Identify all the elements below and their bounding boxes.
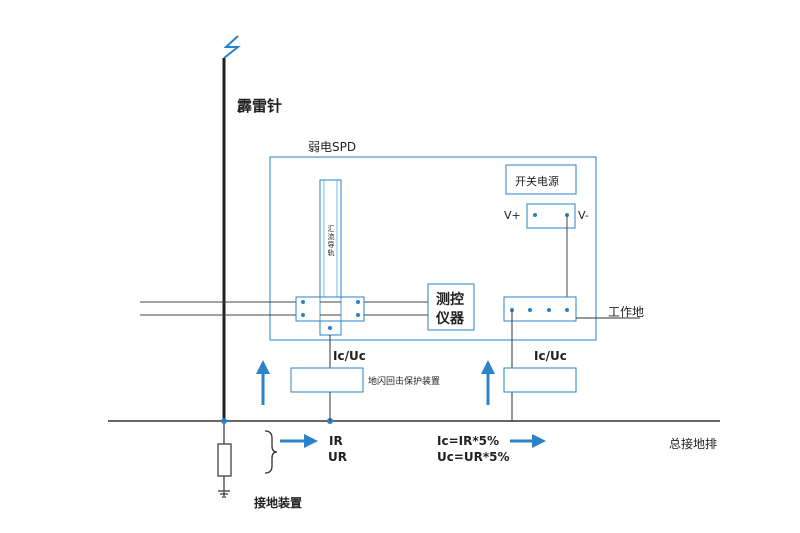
ur-label: UR: [328, 450, 347, 464]
ground-symbol-icon: [218, 490, 230, 498]
ic-uc-right-label: Ic/Uc: [534, 349, 567, 363]
backflash-box-left: [290, 367, 364, 393]
right-arrow-left-icon: [280, 434, 318, 448]
main-bus-label: 总接地排: [669, 437, 718, 451]
uc-formula-label: Uc=UR*5%: [437, 450, 510, 464]
ic-uc-left-label: Ic/Uc: [333, 349, 366, 363]
monitor-instrument-box: [427, 283, 475, 331]
backflash-box-right: [503, 367, 577, 393]
lightning-rod-label: 霹雷针: [237, 97, 283, 115]
ir-label: IR: [329, 434, 343, 448]
v-plus-label: V+: [504, 209, 521, 222]
brace-icon: [264, 430, 278, 474]
lightning-icon: [223, 35, 241, 59]
v-minus-label: V-: [578, 209, 589, 222]
weak-spd-label: 弱电SPD: [308, 140, 357, 154]
switch-power-box: [505, 164, 577, 195]
rail-terminal-block: [295, 296, 365, 322]
bus-junction-left: [221, 418, 227, 424]
ic-formula-label: Ic=IR*5%: [437, 434, 499, 448]
switch-power-label: 开关电源: [515, 175, 559, 188]
up-arrow-right-icon: [481, 360, 495, 405]
rail-label: 汇流导轨: [327, 225, 335, 257]
work-ground-label: 工作地: [608, 305, 645, 319]
monitor-label-line2: 仪器: [436, 311, 464, 327]
grounding-device-label: 接地装置: [254, 496, 303, 510]
monitor-label-line1: 测控: [436, 292, 464, 308]
right-arrow-right-icon: [510, 434, 546, 448]
weak-spd-box: [269, 156, 597, 341]
grounding-device-box: [217, 443, 232, 477]
up-arrow-left-icon: [256, 360, 270, 405]
backflash-label: 地闪回击保护装置: [368, 377, 441, 387]
work-ground-terminal: [503, 296, 577, 322]
